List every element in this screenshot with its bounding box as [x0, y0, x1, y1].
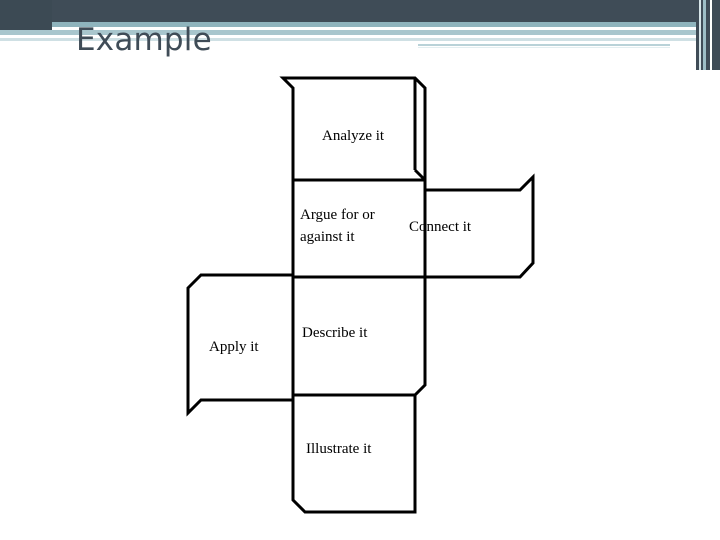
banner-teal-stripe-2 — [0, 30, 720, 35]
banner-teal-stripe-3 — [0, 38, 720, 41]
page-title: Example — [76, 22, 212, 58]
cube-face-label-illustrate: Illustrate it — [306, 441, 372, 457]
banner-right-stripe-teal — [703, 0, 706, 70]
cube-face-label-apply: Apply it — [209, 339, 259, 355]
banner-accent-line — [418, 44, 670, 46]
cube-face-label-argue-line2: against it — [300, 229, 355, 245]
cube-face-label-describe: Describe it — [302, 325, 368, 341]
cube-face-describe — [291, 275, 427, 397]
banner-teal-stripe-1 — [52, 22, 720, 27]
banner-accent-line-light — [418, 47, 670, 48]
banner-white-stripe-2 — [0, 35, 720, 38]
banner-right-stripe-light — [699, 0, 701, 70]
banner-dark-left-block — [0, 0, 52, 30]
cube-face-label-argue-line1: Argue for or — [300, 207, 375, 223]
cube-face-label-connect: Connect it — [409, 219, 472, 235]
banner-dark-bar — [52, 0, 720, 22]
slide-header-banner — [0, 0, 720, 70]
banner-white-stripe-1 — [52, 27, 720, 30]
banner-right-stripe-white — [710, 0, 712, 70]
cube-face-label-analyze: Analyze it — [322, 128, 385, 144]
